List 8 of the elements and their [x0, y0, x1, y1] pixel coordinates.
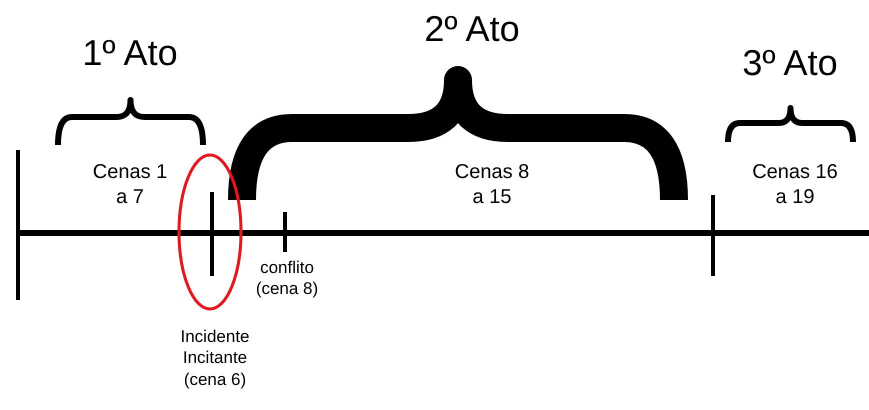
act-title: 1º Ato [81, 31, 179, 75]
scene-range: Cenas 16 a 19 [751, 160, 839, 210]
act-title: 2º Ato [423, 7, 521, 51]
event-label: conflito (cena 8) [254, 257, 320, 300]
scene-range: Cenas 1 a 7 [92, 160, 168, 210]
event-label: Incidente Incitante (cena 6) [180, 326, 250, 390]
act-title: 3º Ato [741, 41, 839, 85]
scene-range: Cenas 8 a 15 [454, 160, 530, 210]
